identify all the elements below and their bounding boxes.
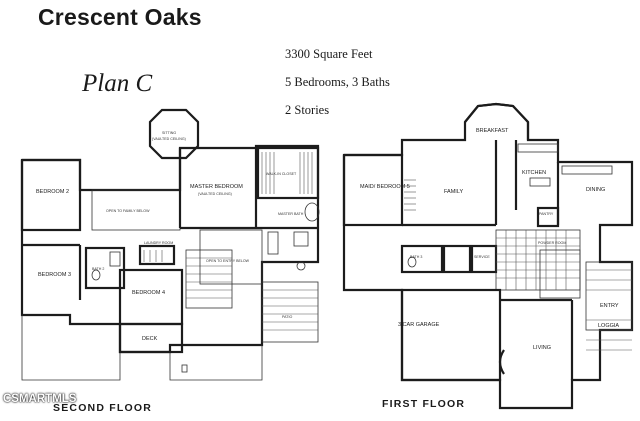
room-label-living: LIVING (533, 345, 551, 351)
room-label-patio: PATIO (282, 315, 292, 319)
room-label-bath-3: BATH 3 (410, 255, 422, 259)
room-label-service: SERVICE (474, 255, 490, 259)
room-label-deck: DECK (142, 336, 158, 342)
room-label-master-bath: MASTER BATH (278, 212, 304, 216)
first-floor-plan (342, 102, 634, 410)
room-label-walkin-closet: WALK-IN CLOSET (266, 172, 297, 176)
room-label-family: FAMILY (444, 189, 463, 195)
room-label-bedroom-4: BEDROOM 4 (132, 290, 165, 296)
room-label-laundry: LAUNDRY ROOM (144, 241, 173, 245)
plan-name: Plan C (82, 70, 153, 97)
room-label-bedroom-2: BEDROOM 2 (36, 189, 69, 195)
room-label-bath-2: BATH 2 (92, 267, 104, 271)
second-floor-plan (20, 108, 320, 381)
room-label-breakfast: BREAKFAST (476, 128, 509, 134)
room-label-maid-bedroom-5: MAID/ BEDROOM 5 (360, 184, 410, 190)
room-note-sitting-vaulted: (VAULTED CEILING) (152, 137, 186, 141)
room-label-bedroom-3: BEDROOM 3 (38, 272, 71, 278)
second-floor-label: SECOND FLOOR (53, 402, 152, 414)
room-label-entry: ENTRY (600, 303, 619, 309)
room-label-garage: 3 CAR GARAGE (398, 322, 440, 328)
room-label-open-to-family: OPEN TO FAMILY BELOW (106, 209, 150, 213)
page-title: Crescent Oaks (38, 4, 202, 30)
room-label-kitchen: KITCHEN (522, 170, 546, 176)
watermark: CSMARTMLS (3, 393, 77, 405)
first-floor-label: FIRST FLOOR (382, 398, 466, 410)
spec-stories: 2 Stories (285, 103, 330, 117)
room-label-pantry: PANTRY (539, 212, 554, 216)
room-label-loggia: LOGGIA (598, 323, 619, 329)
room-label-dining: DINING (586, 187, 605, 193)
room-label-powder: POWDER ROOM (538, 241, 566, 245)
room-note-master-vaulted: (VAULTED CEILING) (198, 192, 232, 196)
room-label-master-bedroom: MASTER BEDROOM (190, 184, 243, 190)
room-label-open-to-entry: OPEN TO ENTRY BELOW (206, 259, 250, 263)
room-label-sitting: SITTING (162, 131, 176, 135)
spec-square-feet: 3300 Square Feet (285, 47, 373, 61)
entry-tile-grid (495, 229, 581, 291)
spec-bedrooms-baths: 5 Bedrooms, 3 Baths (285, 75, 390, 89)
